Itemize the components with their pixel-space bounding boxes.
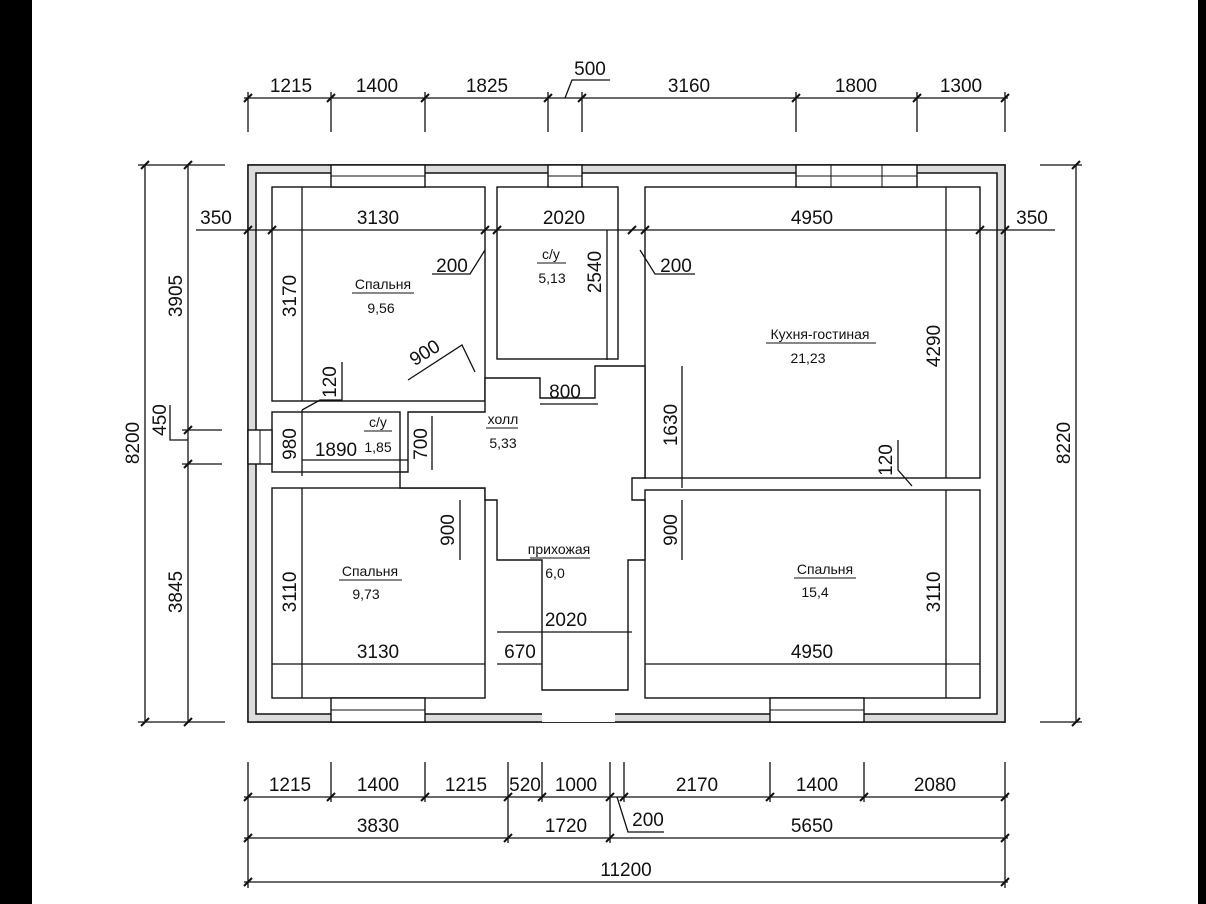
bottom-dim-7: 1400 bbox=[796, 775, 838, 796]
top-dim-3: 1825 bbox=[466, 76, 508, 97]
kitchen-interior bbox=[644, 186, 981, 479]
dimension-ticks bbox=[140, 93, 1081, 887]
room-name: прихожая bbox=[528, 541, 590, 557]
hall-interior bbox=[399, 365, 646, 691]
dim-hall-1630: 1630 bbox=[661, 404, 682, 446]
top-dim-6: 1800 bbox=[835, 76, 877, 97]
dim-wall-120-left: 120 bbox=[320, 366, 341, 398]
top-dim-4: 500 bbox=[574, 59, 606, 80]
room-area: 5,33 bbox=[489, 435, 516, 451]
left-seg-3: 3845 bbox=[166, 571, 187, 613]
dim-kitchen-height: 4290 bbox=[924, 325, 945, 367]
side-dimensions: 8200 3905 450 3845 8220 bbox=[123, 275, 1075, 613]
left-seg-1: 3905 bbox=[166, 275, 187, 317]
dimension-lines bbox=[138, 79, 1082, 888]
dim-bed3-height: 3110 bbox=[924, 572, 945, 613]
bottom-dim-6: 2170 bbox=[676, 775, 718, 796]
left-seg-2: 450 bbox=[150, 404, 171, 436]
bottom-dimensions: 1215 1400 1215 520 1000 2170 1400 2080 3… bbox=[269, 775, 956, 881]
room-area: 9,73 bbox=[352, 586, 379, 602]
bottom-chain-3: 5650 bbox=[791, 816, 833, 837]
rooms-interior bbox=[271, 186, 981, 699]
room-name: Спальня bbox=[355, 276, 411, 292]
left-overall: 8200 bbox=[123, 422, 144, 464]
bottom-dim-4: 520 bbox=[509, 775, 541, 796]
inner-dimensions: 350 3130 2020 4950 350 200 200 3170 2540… bbox=[200, 208, 1048, 663]
dim-bed2-height: 3110 bbox=[280, 572, 301, 613]
wc-2-interior bbox=[271, 411, 401, 473]
room-labels: Спальня 9,56 с/у 5,13 Кухня-гостиная 21,… bbox=[339, 246, 876, 602]
room-area: 9,56 bbox=[367, 300, 394, 316]
bottom-dim-5: 1000 bbox=[555, 775, 597, 796]
bottom-dim-8: 2080 bbox=[914, 775, 956, 796]
drawing-sheet: 1215 1400 1825 500 3160 1800 1300 1215 1… bbox=[32, 0, 1198, 904]
dim-bed1-width: 3130 bbox=[357, 208, 399, 229]
room-area: 5,13 bbox=[538, 270, 565, 286]
window-lines bbox=[259, 165, 917, 711]
room-name: холл bbox=[488, 411, 519, 427]
right-overall: 8220 bbox=[1054, 422, 1075, 464]
top-dim-5: 3160 bbox=[668, 76, 710, 97]
room-name: Кухня-гостиная bbox=[770, 326, 869, 342]
dim-door-900-left: 900 bbox=[438, 514, 459, 546]
floor-plan: 1215 1400 1825 500 3160 1800 1300 1215 1… bbox=[123, 59, 1082, 888]
dim-entry-670: 670 bbox=[504, 642, 536, 663]
dim-wall-200-left: 200 bbox=[436, 256, 468, 277]
dim-kitchen-width: 4950 bbox=[791, 208, 833, 229]
bedroom-3-interior bbox=[644, 489, 981, 699]
top-dim-2: 1400 bbox=[356, 76, 398, 97]
dim-wc2-700: 700 bbox=[411, 428, 432, 460]
bottom-chain-2: 1720 bbox=[545, 816, 587, 837]
dim-wc1-width: 2020 bbox=[543, 208, 585, 229]
dim-bed1-height: 3170 bbox=[280, 275, 301, 317]
room-name: с/у bbox=[369, 414, 387, 430]
entrance-opening bbox=[542, 698, 615, 722]
room-name: с/у bbox=[542, 246, 560, 262]
dim-entry-2020: 2020 bbox=[545, 610, 587, 631]
top-dim-7: 1300 bbox=[940, 76, 982, 97]
top-dimensions: 1215 1400 1825 500 3160 1800 1300 bbox=[270, 59, 982, 97]
bedroom-2-interior bbox=[271, 487, 486, 699]
room-name: Спальня bbox=[797, 561, 853, 577]
dim-door-800: 800 bbox=[549, 382, 581, 403]
top-dim-1: 1215 bbox=[270, 76, 312, 97]
bedroom-1-interior bbox=[271, 186, 486, 402]
overall-width: 11200 bbox=[600, 860, 651, 881]
bottom-dim-2: 1400 bbox=[357, 775, 399, 796]
dim-door-900-right: 900 bbox=[661, 514, 682, 546]
dim-wall-right: 350 bbox=[1016, 208, 1048, 229]
bottom-dim-3: 1215 bbox=[445, 775, 487, 796]
wc-1-interior bbox=[496, 186, 619, 360]
bottom-dim-200: 200 bbox=[632, 810, 664, 831]
dim-wall-left: 350 bbox=[200, 208, 232, 229]
dim-wc2-980: 980 bbox=[280, 428, 301, 460]
room-area: 21,23 bbox=[790, 350, 825, 366]
room-area: 15,4 bbox=[801, 584, 828, 600]
bottom-dim-1: 1215 bbox=[269, 775, 311, 796]
dim-wall-120-right: 120 bbox=[876, 444, 897, 476]
dim-wc1-height: 2540 bbox=[585, 251, 606, 293]
dim-wc2-1890: 1890 bbox=[315, 440, 357, 461]
bottom-chain-1: 3830 bbox=[357, 816, 399, 837]
dim-bed2-width: 3130 bbox=[357, 642, 399, 663]
room-area: 1,85 bbox=[364, 439, 391, 455]
room-name: Спальня bbox=[342, 563, 398, 579]
room-area: 6,0 bbox=[545, 565, 565, 581]
dim-wall-200-right: 200 bbox=[660, 256, 692, 277]
dim-bed3-width: 4950 bbox=[791, 642, 833, 663]
